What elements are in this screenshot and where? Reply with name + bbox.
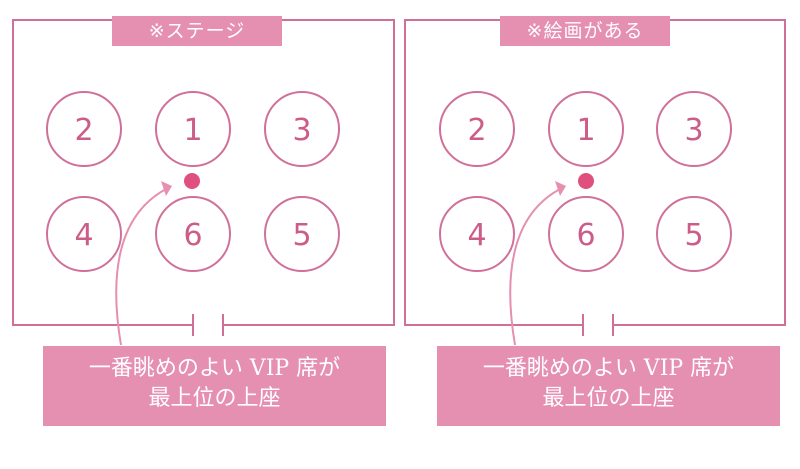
seat-number: 4 (74, 218, 93, 253)
seat: 5 (264, 196, 340, 272)
seat-number: 3 (684, 113, 703, 148)
seat: 4 (439, 196, 515, 272)
room-2-wall (404, 19, 786, 326)
seat-number: 6 (576, 218, 595, 253)
seat: 4 (46, 196, 122, 272)
seat: 6 (155, 196, 231, 272)
seat-number: 1 (183, 113, 202, 148)
seat-number: 2 (74, 113, 93, 148)
seat: 5 (656, 196, 732, 272)
seat-number: 5 (292, 218, 311, 253)
room-2-callout: 一番眺めのよい VIP 席が 最上位の上座 (437, 346, 780, 426)
room-1-callout: 一番眺めのよい VIP 席が 最上位の上座 (43, 346, 386, 426)
seat-number: 3 (292, 113, 311, 148)
room-1-header: ※ステージ (112, 16, 282, 46)
vip-arrow-line (115, 187, 169, 346)
seat: 1 (548, 91, 624, 167)
seat: 3 (264, 91, 340, 167)
vip-arrow-head (161, 181, 172, 196)
room-2-header: ※絵画がある (500, 16, 670, 46)
seat-number: 5 (684, 218, 703, 253)
vip-seat-dot (184, 173, 200, 189)
callout-line-2: 最上位の上座 (148, 386, 281, 411)
seat-number: 6 (183, 218, 202, 253)
seat: 6 (548, 196, 624, 272)
seat-number: 4 (467, 218, 486, 253)
vip-seat-dot (578, 173, 594, 189)
seat: 1 (155, 91, 231, 167)
room-1-wall (12, 19, 395, 326)
room-1: 2 1 3 4 6 5 (12, 19, 395, 346)
room-2: 2 1 3 4 6 5 (404, 19, 786, 346)
vip-arrow-head (555, 181, 566, 196)
callout-line-2: 最上位の上座 (542, 386, 675, 411)
seat: 2 (46, 91, 122, 167)
seat: 3 (656, 91, 732, 167)
callout-line-1: 一番眺めのよい VIP 席が (88, 356, 341, 381)
seat-number: 2 (467, 113, 486, 148)
callout-line-1: 一番眺めのよい VIP 席が (482, 356, 735, 381)
seat-number: 1 (576, 113, 595, 148)
seat: 2 (439, 91, 515, 167)
vip-arrow-line (509, 187, 563, 346)
